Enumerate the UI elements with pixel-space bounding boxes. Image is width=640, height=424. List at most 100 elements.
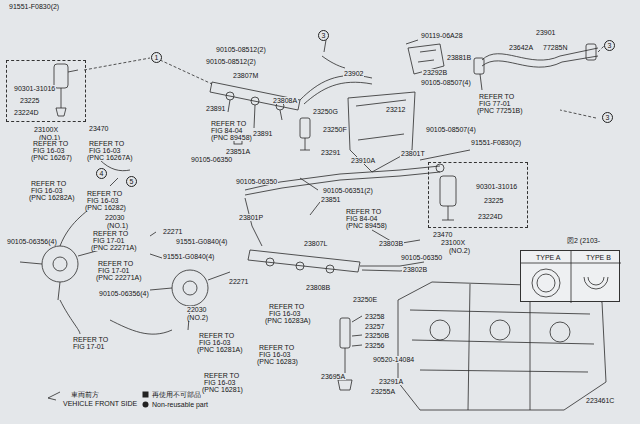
part-label: 23803B xyxy=(378,240,404,247)
part-label: 図2 (2103- xyxy=(566,237,601,244)
part-label: 23250G xyxy=(312,108,339,115)
part-label: REFER TO xyxy=(86,190,123,197)
part-label: 91551-G0840(4) xyxy=(175,238,228,245)
part-label: 90105-06356(4) xyxy=(6,238,58,245)
part-label: VEHICLE FRONT SIDE xyxy=(62,400,138,407)
part-label: (PNC 22271A) xyxy=(90,244,138,251)
part-label: 23250E xyxy=(352,296,378,303)
part-label: FIG 16-03 xyxy=(268,310,302,317)
part-label: 23910A xyxy=(350,157,376,164)
part-label: (PNC 89458) xyxy=(210,134,253,141)
part-label: (PNC 16267) xyxy=(30,154,73,161)
part-label: 23901 xyxy=(535,29,556,36)
part-number: 23225 xyxy=(483,197,504,204)
type-table: TYPE ATYPE B xyxy=(520,250,620,302)
part-label: REFER TO xyxy=(478,93,515,100)
legend-text: Non-reusable part xyxy=(152,401,208,408)
part-label: 22271 xyxy=(162,228,183,235)
part-label: 23881B xyxy=(446,54,472,61)
callout-number: 4 xyxy=(96,168,107,179)
part-label: 90520-14084 xyxy=(372,356,415,363)
part-label: FIG 16-03 xyxy=(30,187,64,194)
part-label: 23801T xyxy=(400,150,426,157)
part-label: REFER TO xyxy=(198,332,235,339)
detail-box: 90301-31016 23225 23224D xyxy=(6,60,86,122)
part-label: (PNC 16267A) xyxy=(86,154,134,161)
part-label: 23808A xyxy=(272,97,298,104)
part-label: 90105-06350 xyxy=(190,156,233,163)
dot-symbol xyxy=(142,401,149,408)
part-label: 23258 xyxy=(364,313,385,320)
part-label: 90105-08507(4) xyxy=(420,79,472,86)
part-number: 90301-31016 xyxy=(475,183,518,190)
part-label: 23256 xyxy=(364,342,385,349)
part-label: REFER TO xyxy=(345,208,382,215)
square-symbol xyxy=(142,391,149,398)
part-label: FIG 16-03 xyxy=(32,147,66,154)
part-label: FIG 16-03 xyxy=(86,197,120,204)
part-label: 23642A xyxy=(508,44,534,51)
part-label: 23255A xyxy=(370,388,396,395)
part-number: 23224D xyxy=(13,109,40,116)
callout-number: 5 xyxy=(126,176,137,187)
part-label: 23851A xyxy=(225,148,251,155)
part-label: FIG 16-03 xyxy=(88,147,122,154)
part-label: (NO.2) xyxy=(186,314,209,321)
part-label: 223461C xyxy=(585,397,615,404)
part-label: 91551-F0830(2) xyxy=(8,3,60,10)
part-label: 23891 xyxy=(252,130,273,137)
part-label: 23807M xyxy=(232,72,259,79)
part-label: (PNC 16283) xyxy=(256,358,299,365)
part-label: 23470 xyxy=(88,125,109,132)
part-label: REFER TO xyxy=(210,120,247,127)
part-label: 90105-08512(2) xyxy=(215,46,267,53)
callout-number: 3 xyxy=(602,112,613,123)
part-label: (PNC 77251B) xyxy=(476,107,524,114)
part-label: FIG 16-03 xyxy=(203,379,237,386)
legend-entry: 再使用不可部品 xyxy=(142,391,201,398)
part-label: (NO.2) xyxy=(448,247,471,254)
part-label: 23695A xyxy=(320,373,346,380)
part-label: 23100X xyxy=(33,126,59,133)
part-label: 23100X xyxy=(440,239,466,246)
part-label: 23250B xyxy=(364,332,390,339)
part-label: 23808B xyxy=(305,284,331,291)
part-label: 23470 xyxy=(432,231,453,238)
part-number: 23225 xyxy=(19,97,40,104)
part-label: (PNC 16281A) xyxy=(196,346,244,353)
part-label: FIG 17-01 xyxy=(97,267,131,274)
part-label: REFER TO xyxy=(268,303,305,310)
part-label: 90119-06A28 xyxy=(420,32,464,39)
part-label: 23801P xyxy=(238,214,264,221)
part-number: 23224D xyxy=(477,213,504,220)
detail-box: 90301-31016 23225 23224D xyxy=(428,162,528,228)
part-label: FIG 84-04 xyxy=(210,127,244,134)
part-number: 90301-31016 xyxy=(13,85,56,92)
callout-number: 3 xyxy=(604,40,615,51)
part-label: 22030 xyxy=(104,214,125,221)
part-label: 23851 xyxy=(320,196,341,203)
callout-number: 1 xyxy=(151,52,162,63)
part-label: REFER TO xyxy=(258,344,295,351)
part-label: REFER TO xyxy=(88,140,125,147)
table-header: TYPE A xyxy=(535,254,562,261)
part-label: FIG 16-03 xyxy=(258,351,292,358)
part-label: (NO.1) xyxy=(106,222,129,229)
part-label: FIG 77-01 xyxy=(478,100,512,107)
part-label: 91551-G0840(4) xyxy=(162,253,215,260)
part-label: FIG 17-01 xyxy=(72,343,106,350)
part-label: (PNC 16282) xyxy=(84,204,127,211)
part-label: (PNC 22271A) xyxy=(95,274,143,281)
part-label: 90105-08512(2) xyxy=(205,58,257,65)
part-label: 91551-F0830(2) xyxy=(470,139,522,146)
part-label: 23891 xyxy=(205,105,226,112)
part-label: 23291A xyxy=(378,378,404,385)
part-label: 23212 xyxy=(385,106,406,113)
part-label: (PNC 16283A) xyxy=(264,317,312,324)
part-label: 90105-06350 xyxy=(400,254,443,261)
part-label: 22271 xyxy=(228,278,249,285)
part-label: 23250F xyxy=(322,126,348,133)
callout-number: 3 xyxy=(318,30,329,41)
